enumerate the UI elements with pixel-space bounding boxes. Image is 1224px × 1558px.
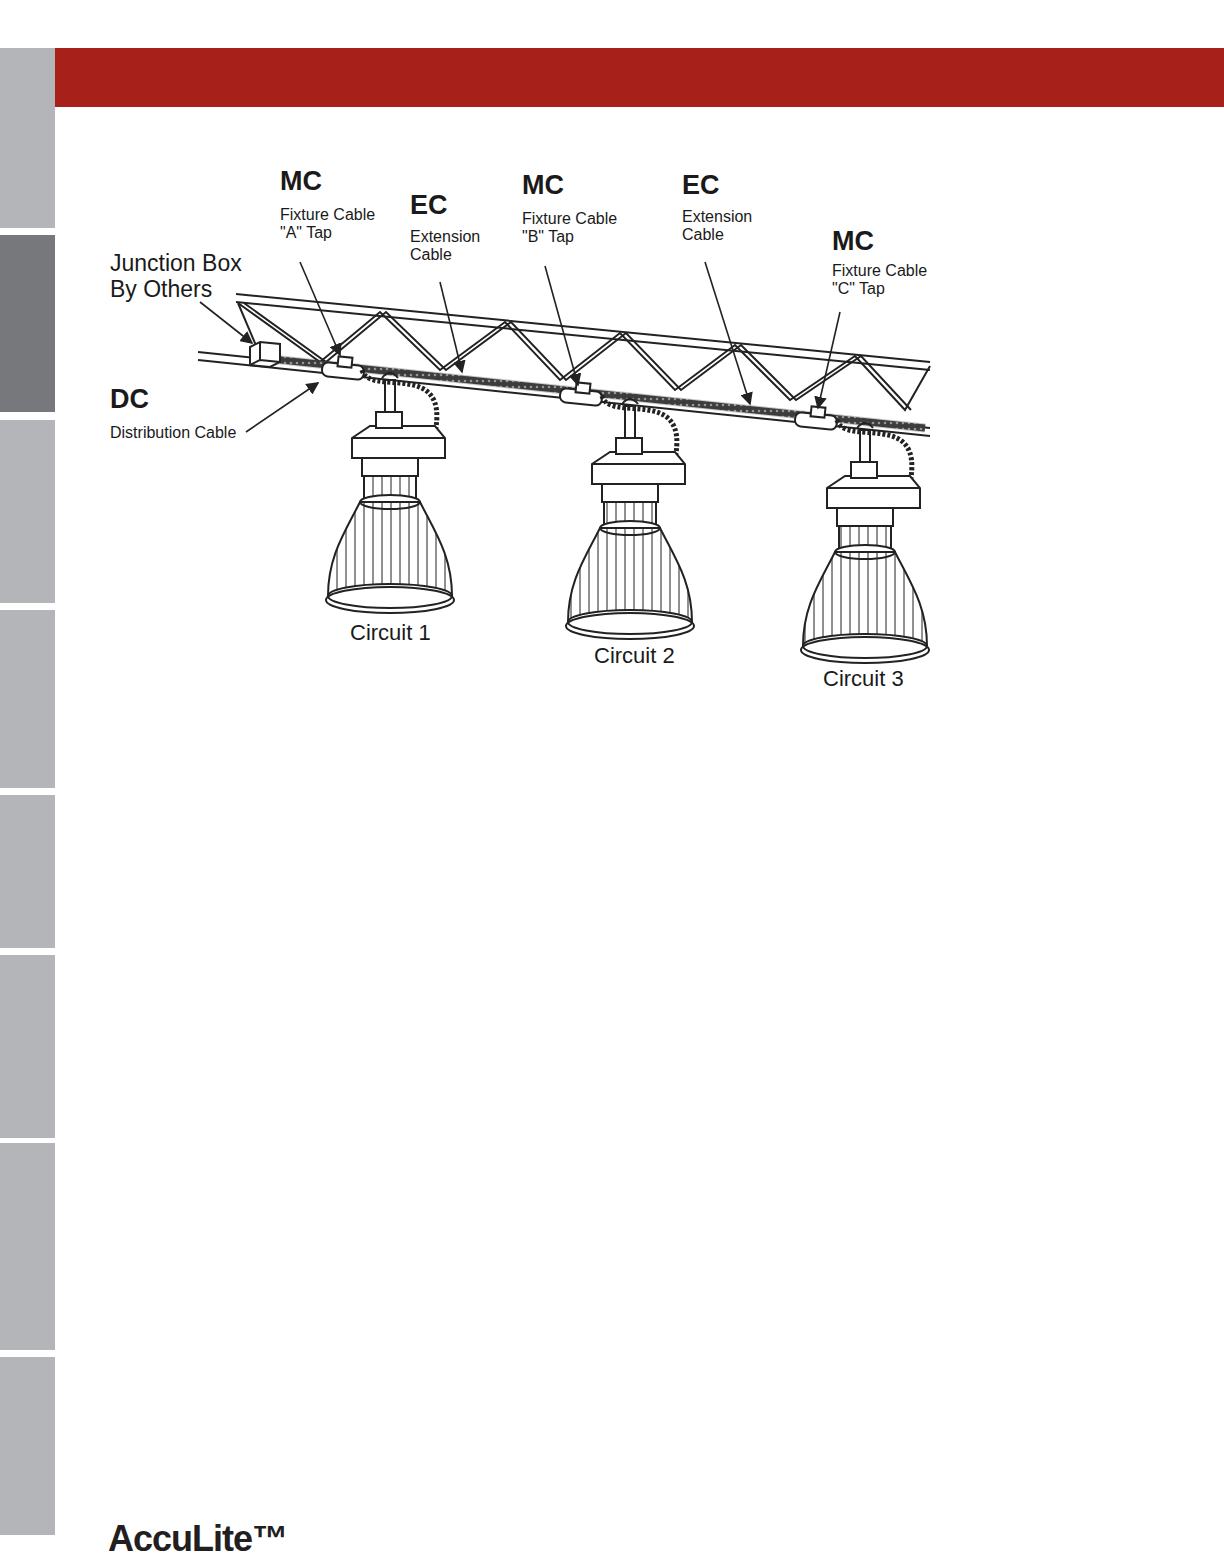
callout-label: Fixture Cable "A" Tap [280, 206, 388, 243]
callout-code: MC [522, 170, 564, 201]
callout-label: Circuit 3 [823, 666, 904, 691]
callout-code: MC [280, 166, 322, 197]
tap-connector [321, 356, 837, 430]
header-bar [55, 48, 1224, 107]
high-bay-fixture [801, 420, 929, 663]
callout-code: EC [410, 190, 448, 221]
side-tab [0, 420, 55, 603]
callout-code: EC [682, 170, 720, 201]
callout-label: Circuit 2 [594, 643, 675, 668]
side-tab [0, 1357, 55, 1535]
high-bay-fixture [326, 370, 454, 613]
callout-label: Extension Cable [410, 228, 495, 265]
side-tab [0, 795, 55, 948]
callout-label: Junction Box By Others [110, 250, 250, 303]
side-tab [0, 1143, 55, 1350]
side-tab [0, 235, 55, 412]
side-tab [0, 610, 55, 788]
callout-label: Distribution Cable [110, 424, 310, 442]
side-tab [0, 955, 55, 1138]
callout-code: MC [832, 226, 874, 257]
callout-label: Fixture Cable "B" Tap [522, 210, 630, 247]
brand-logo: AccuLite™ [108, 1518, 287, 1558]
truss [198, 294, 930, 436]
side-tab [0, 48, 55, 228]
callout-code: DC [110, 384, 149, 415]
leader-line [200, 262, 840, 432]
callout-label: Extension Cable [682, 208, 767, 245]
high-bay-fixture [566, 396, 694, 639]
callout-label: Fixture Cable "C" Tap [832, 262, 940, 299]
callout-label: Circuit 1 [350, 620, 431, 645]
junction-box [250, 342, 280, 367]
